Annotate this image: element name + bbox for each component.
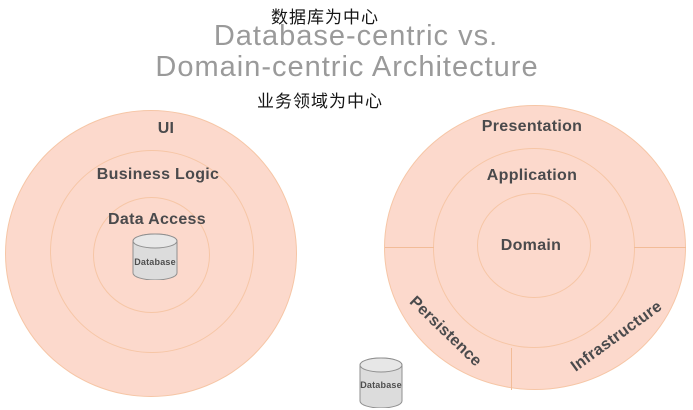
page-title-line1: Database-centric vs. (213, 20, 499, 52)
left-database-label: Database (134, 257, 176, 267)
right-inner-ring-domain (477, 193, 591, 298)
sector-divider-left (385, 247, 434, 248)
database-icon (359, 357, 403, 408)
application-label: Application (486, 167, 578, 184)
presentation-label: Presentation (481, 118, 583, 135)
left-middle-ring-business-logic (50, 150, 254, 353)
left-database-cylinder-icon: Database (132, 233, 178, 280)
right-database-cylinder-icon: Database (359, 357, 403, 408)
ui-label: UI (157, 120, 175, 137)
right-database-label: Database (360, 380, 402, 390)
business-logic-label: Business Logic (96, 166, 220, 183)
domain-label: Domain (500, 237, 562, 254)
data-access-label: Data Access (108, 211, 206, 228)
annotation-zh-domain-centric: 业务领域为中心 (257, 92, 383, 111)
sector-divider-bottom (511, 348, 512, 390)
page-title-line2: Domain-centric Architecture (155, 51, 539, 83)
database-icon (132, 233, 178, 280)
annotation-zh-database-centric: 数据库为中心 (271, 8, 379, 27)
sector-divider-right (634, 247, 686, 248)
